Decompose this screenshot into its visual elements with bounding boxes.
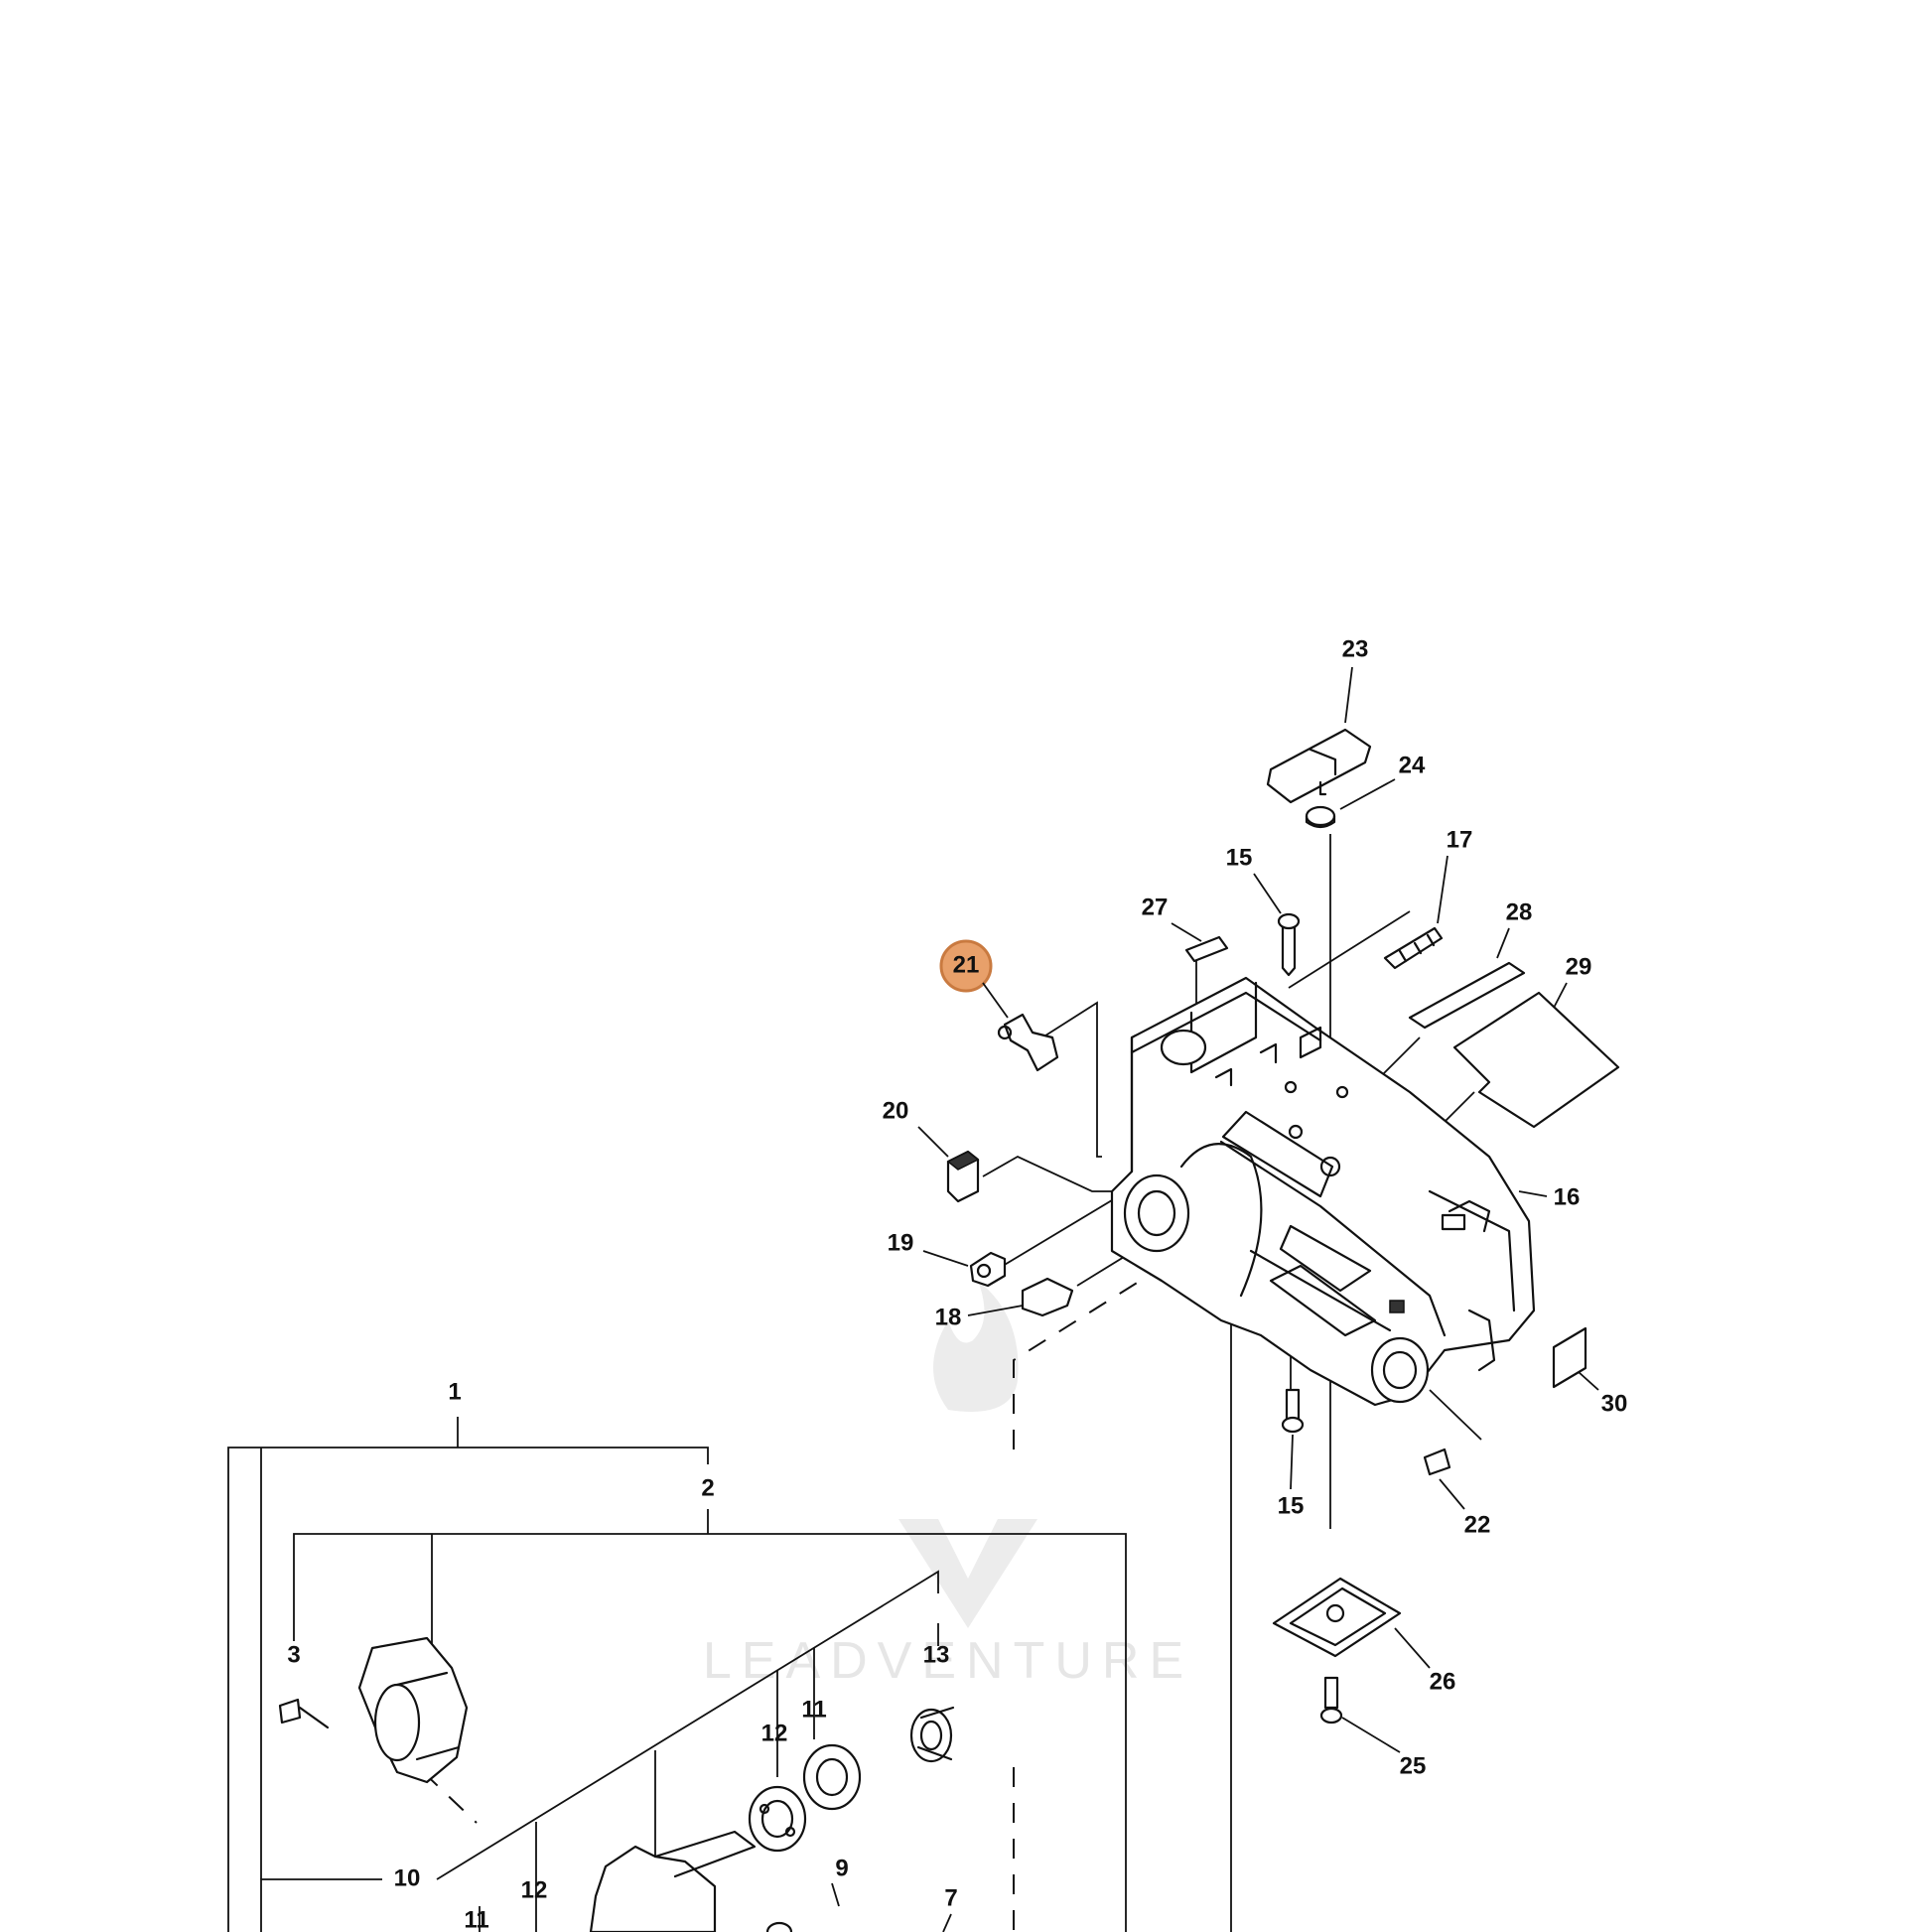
highlight-marker xyxy=(939,939,993,993)
callout-17[interactable]: 17 xyxy=(1447,826,1473,853)
callout-15-a[interactable]: 15 xyxy=(1226,844,1253,871)
callout-16[interactable]: 16 xyxy=(1554,1183,1581,1210)
callout-labels: 1 2 3 7 9 10 11 11 12 12 13 15 15 16 17 … xyxy=(287,635,1627,1932)
callout-18[interactable]: 18 xyxy=(935,1304,962,1330)
callout-12-a[interactable]: 12 xyxy=(521,1876,548,1903)
sticker-parts xyxy=(1184,935,1620,1389)
crankcase-part xyxy=(1110,976,1536,1407)
callout-23[interactable]: 23 xyxy=(1342,635,1369,662)
callout-29[interactable]: 29 xyxy=(1566,953,1592,980)
callout-25[interactable]: 25 xyxy=(1400,1752,1427,1779)
callout-13[interactable]: 13 xyxy=(923,1641,950,1668)
guide-lines xyxy=(396,1210,1252,1932)
callout-30[interactable]: 30 xyxy=(1601,1390,1628,1417)
callout-15-b[interactable]: 15 xyxy=(1278,1492,1305,1519)
watermark: LEADVENTURE xyxy=(703,1281,1193,1690)
callout-26[interactable]: 26 xyxy=(1430,1668,1456,1695)
crankshaft-parts xyxy=(278,1636,955,1932)
callout-21[interactable]: 21 xyxy=(953,951,980,978)
callout-11-b[interactable]: 11 xyxy=(801,1696,826,1723)
callout-19[interactable]: 19 xyxy=(888,1229,914,1256)
callout-7[interactable]: 7 xyxy=(944,1884,957,1911)
watermark-text: LEADVENTURE xyxy=(703,1632,1193,1690)
callout-20[interactable]: 20 xyxy=(883,1097,909,1124)
callout-22[interactable]: 22 xyxy=(1464,1511,1491,1538)
label-leaders xyxy=(831,666,1599,1932)
callout-12-b[interactable]: 12 xyxy=(761,1720,788,1746)
callout-10[interactable]: 10 xyxy=(394,1864,421,1891)
callout-27[interactable]: 27 xyxy=(1142,894,1169,920)
callout-11-a[interactable]: 11 xyxy=(464,1906,488,1932)
assembly-brackets xyxy=(227,1082,1232,1932)
small-parts-top xyxy=(946,728,1451,1725)
callout-3[interactable]: 3 xyxy=(287,1641,300,1668)
callout-1[interactable]: 1 xyxy=(448,1378,461,1405)
callout-2[interactable]: 2 xyxy=(701,1474,714,1501)
callout-24[interactable]: 24 xyxy=(1399,752,1426,778)
callout-28[interactable]: 28 xyxy=(1506,898,1533,925)
callout-9[interactable]: 9 xyxy=(835,1855,848,1881)
